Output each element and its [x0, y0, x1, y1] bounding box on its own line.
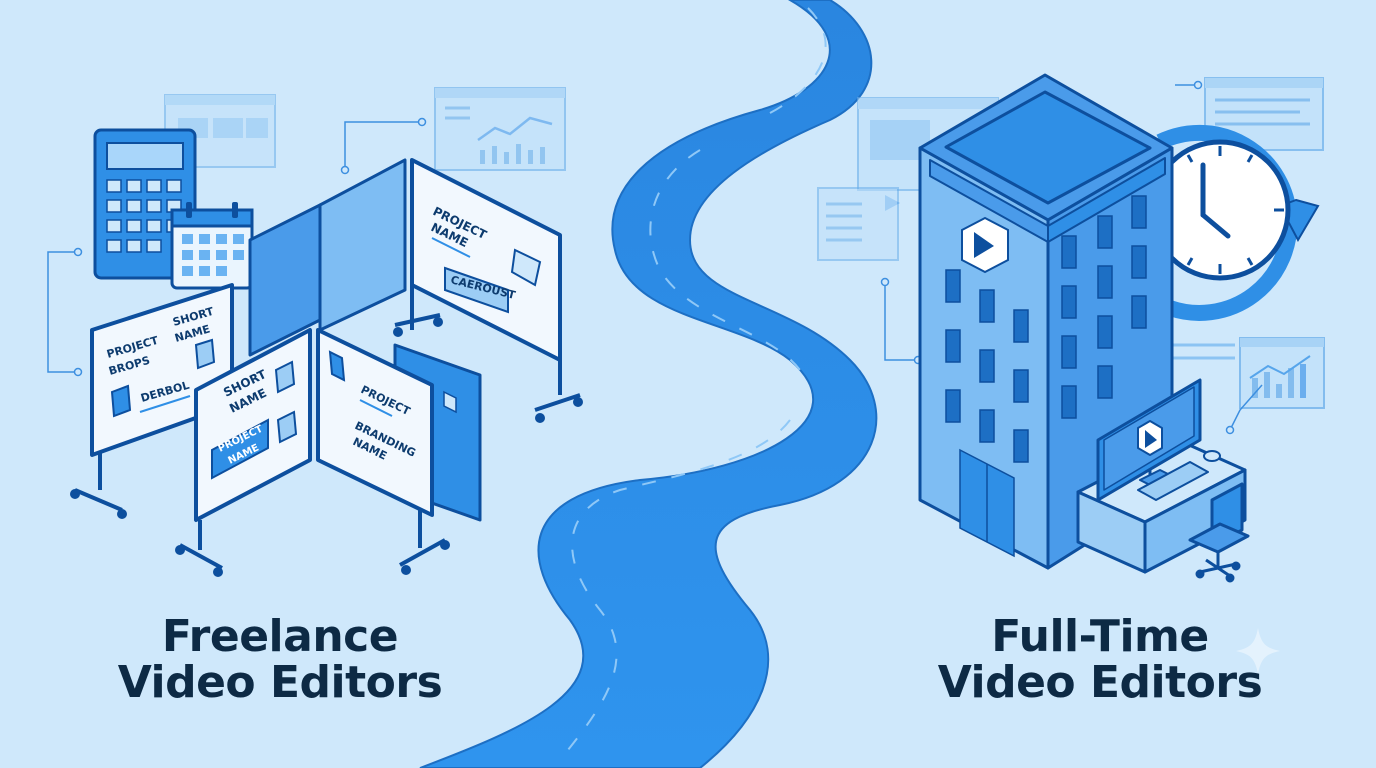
sparkle-icon: [1236, 628, 1280, 674]
brand-logo-icon: [961, 216, 1009, 274]
fulltime-heading-line1: Full-Time: [991, 611, 1209, 662]
whiteboard-front: SHORT NAME PROJECT NAME: [175, 328, 312, 577]
whiteboard-right: PROJECT BRANDING NAME: [316, 328, 457, 575]
fulltime-heading-line2: Video Editors: [937, 657, 1263, 708]
connector-lines: [47, 117, 427, 377]
connector-lines-right: [880, 80, 1263, 435]
clock-icon: [1149, 124, 1320, 321]
building-windows: [945, 195, 1147, 558]
calculator-icon: [93, 128, 197, 280]
monitor-icon: [1096, 378, 1221, 502]
fulltime-heading: Full-Time Video Editors: [880, 614, 1320, 706]
freelance-heading-line2: Video Editors: [117, 657, 443, 708]
chair-icon: [1188, 482, 1250, 583]
calendar-icon: [170, 202, 254, 290]
river-path: [419, 0, 878, 768]
browser-window-icon: [1239, 337, 1325, 409]
divider-panels: [248, 158, 482, 522]
browser-window-icon: [817, 187, 899, 261]
freelance-heading: Freelance Video Editors: [60, 614, 500, 706]
freelance-heading-line1: Freelance: [161, 611, 399, 662]
browser-window-icon: [434, 87, 566, 171]
whiteboard-center: PROJECT NAME CAEROUST: [393, 158, 583, 423]
